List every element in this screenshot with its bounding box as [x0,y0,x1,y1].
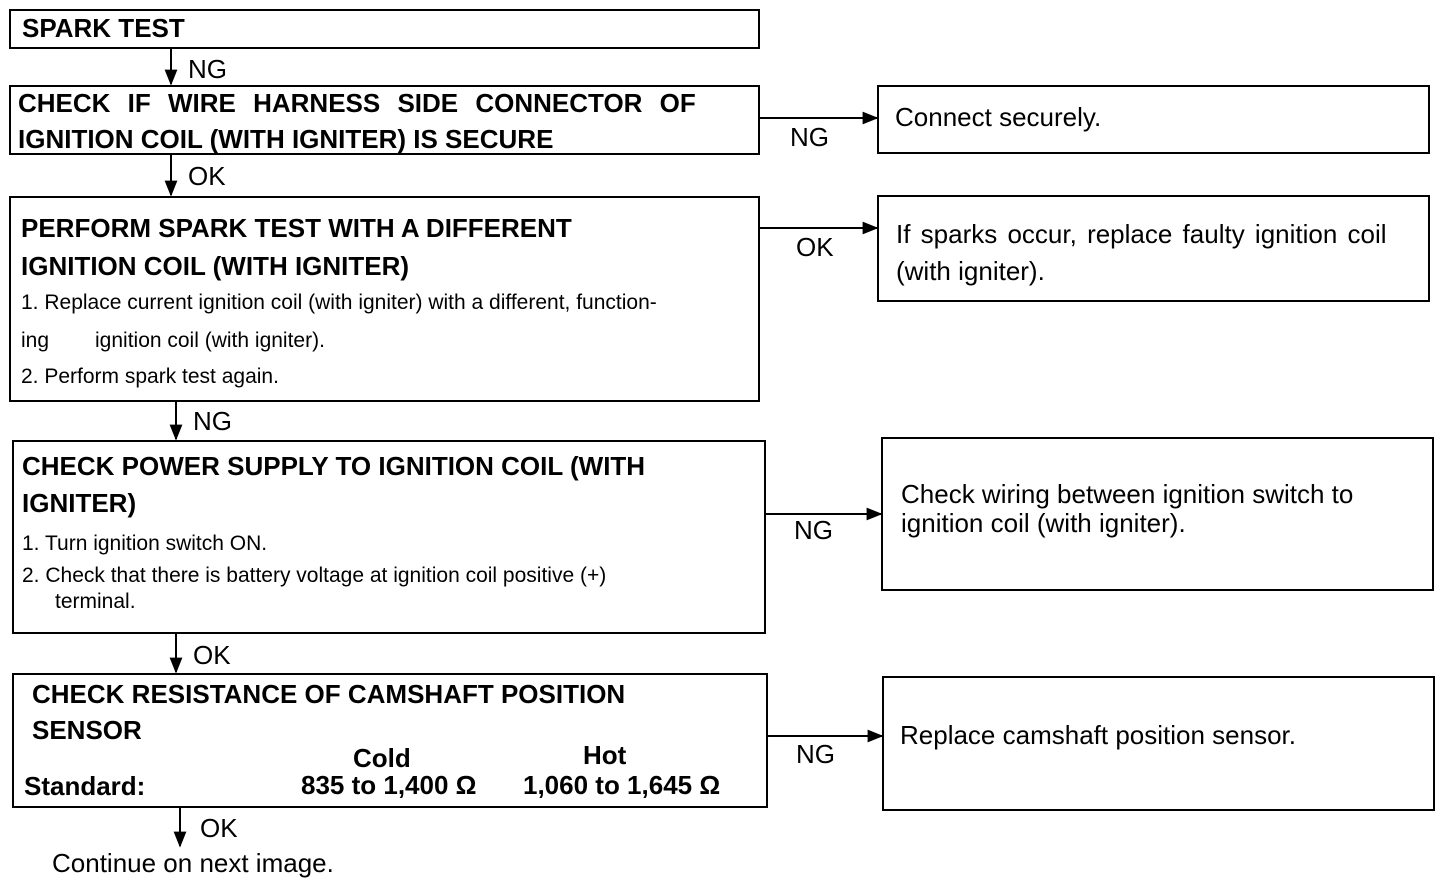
different-coil-test-box: PERFORM SPARK TEST WITH A DIFFERENT IGNI… [9,196,760,402]
replace-faulty-coil-line2: (with igniter). [896,256,1045,286]
camshaft-title-line2: SENSOR [32,715,142,745]
hot-value: 1,060 to 1,645 Ω [523,770,721,800]
replace-camshaft-sensor-text: Replace camshaft position sensor. [900,720,1296,750]
standard-label: Standard: [24,771,146,801]
different-coil-title-line2: IGNITION COIL (WITH IGNITER) [21,251,410,281]
ng-label-4: NG [794,515,833,545]
camshaft-resistance-check-box: CHECK RESISTANCE OF CAMSHAFT POSITION SE… [12,673,768,808]
spark-test-title: SPARK TEST [22,13,185,43]
ng-label-3: NG [193,406,232,436]
different-coil-step2: 2. Perform spark test again. [21,365,279,388]
check-wiring-box: Check wiring between ignition switch to … [881,437,1434,591]
power-supply-check-box: CHECK POWER SUPPLY TO IGNITION COIL (WIT… [12,440,766,634]
camshaft-title-line1: CHECK RESISTANCE OF CAMSHAFT POSITION [32,679,626,709]
ok-label-3: OK [193,640,231,670]
replace-faulty-coil-box: If sparks occur, replace faulty ignition… [877,195,1430,302]
power-supply-step2-line1: 2. Check that there is battery voltage a… [22,564,607,587]
cold-value: 835 to 1,400 Ω [301,770,477,800]
cold-header: Cold [353,743,411,773]
check-wiring-line2: ignition coil (with igniter). [901,508,1186,538]
power-supply-title-line2: IGNITER) [22,488,137,518]
ng-label-2: NG [790,122,829,152]
connect-securely-text: Connect securely. [895,102,1102,132]
continue-note: Continue on next image. [52,848,334,878]
different-coil-step1-prefix: ing [21,329,50,352]
replace-faulty-coil-line1: If sparks occur, replace faulty ignition… [896,219,1387,249]
power-supply-step2-line2: terminal. [55,590,136,613]
ok-label-1: OK [188,161,226,191]
replace-camshaft-sensor-box: Replace camshaft position sensor. [882,676,1435,811]
ng-label-5: NG [796,739,835,769]
connect-securely-box: Connect securely. [877,85,1430,154]
power-supply-title-line1: CHECK POWER SUPPLY TO IGNITION COIL (WIT… [22,451,646,481]
wire-harness-title-line1: CHECK IF WIRE HARNESS SIDE CONNECTOR OF [18,88,696,118]
hot-header: Hot [583,740,627,770]
wire-harness-title-line2: IGNITION COIL (WITH IGNITER) IS SECURE [18,124,554,154]
different-coil-step1-line2: ignition coil (with igniter). [95,329,325,352]
power-supply-step1: 1. Turn ignition switch ON. [22,532,268,555]
ng-label-1: NG [188,54,227,84]
different-coil-title-line1: PERFORM SPARK TEST WITH A DIFFERENT [21,213,572,243]
ok-label-4: OK [200,813,238,843]
spark-test-box: SPARK TEST [9,9,760,49]
ok-label-2: OK [796,232,834,262]
different-coil-step1-line1: 1. Replace current ignition coil (with i… [21,291,657,314]
check-wiring-line1: Check wiring between ignition switch to [901,479,1354,509]
wire-harness-check-box: CHECK IF WIRE HARNESS SIDE CONNECTOR OF … [9,85,760,155]
